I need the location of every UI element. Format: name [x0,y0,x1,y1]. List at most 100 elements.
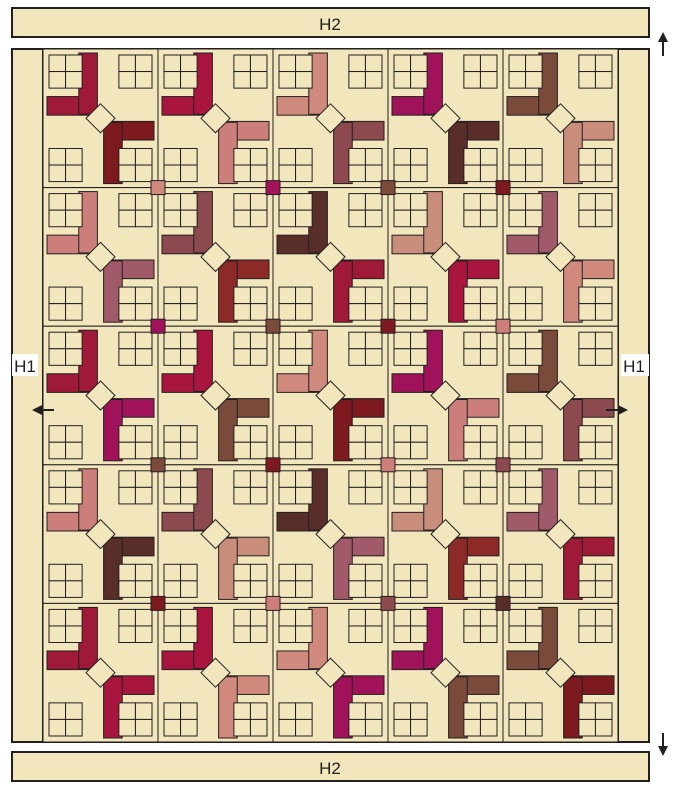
corner-square [66,349,83,366]
corner-square [394,581,411,598]
corner-square [296,719,313,736]
corner-square [119,487,136,504]
corner-square [579,349,596,366]
corner-square [49,194,66,211]
corner-square [349,442,366,459]
corner-square [394,287,411,304]
corner-square [164,471,181,488]
corner-square [526,426,543,443]
corner-square [250,349,267,366]
corner-square [164,442,181,459]
corner-square [365,471,382,488]
corner-square [349,210,366,227]
corner-square [526,165,543,182]
corner-square [181,471,198,488]
corner-square [365,165,382,182]
cornerstone [496,596,510,610]
corner-square [480,442,497,459]
corner-square [595,471,612,488]
corner-square [181,581,198,598]
corner-square [279,703,296,720]
corner-square [135,626,152,643]
corner-square [394,487,411,504]
corner-square [296,194,313,211]
corner-square [526,210,543,227]
corner-square [181,349,198,366]
corner-square [49,332,66,349]
corner-square [296,564,313,581]
corner-square [480,703,497,720]
corner-square [181,72,198,89]
corner-square [164,564,181,581]
corner-square [49,426,66,443]
corner-square [411,471,428,488]
corner-square [526,609,543,626]
corner-square [464,349,481,366]
cornerstone [151,319,165,333]
corner-square [181,626,198,643]
corner-square [66,471,83,488]
corner-square [526,442,543,459]
corner-square [349,581,366,598]
corner-square [234,304,251,321]
corner-square [579,210,596,227]
corner-square [349,609,366,626]
corner-square [181,487,198,504]
corner-square [579,332,596,349]
corner-square [296,442,313,459]
corner-square [579,487,596,504]
corner-square [464,719,481,736]
corner-square [509,703,526,720]
corner-square [579,72,596,89]
corner-square [135,426,152,443]
corner-square [119,564,136,581]
corner-square [365,287,382,304]
corner-square [279,165,296,182]
corner-square [250,581,267,598]
corner-square [279,626,296,643]
corner-square [411,287,428,304]
corner-square [526,55,543,72]
corner-square [279,426,296,443]
corner-square [480,72,497,89]
corner-square [250,210,267,227]
corner-square [135,703,152,720]
corner-square [234,626,251,643]
top-border-label: H2 [319,15,341,34]
cornerstone [266,181,280,195]
corner-square [579,148,596,165]
corner-square [135,487,152,504]
corner-square [250,703,267,720]
corner-square [119,148,136,165]
corner-square [464,564,481,581]
corner-square [296,55,313,72]
corner-square [66,304,83,321]
corner-square [509,165,526,182]
corner-square [480,332,497,349]
corner-square [279,349,296,366]
corner-square [119,609,136,626]
corner-square [164,165,181,182]
corner-square [250,719,267,736]
corner-square [394,349,411,366]
corner-square [526,332,543,349]
corner-square [234,72,251,89]
corner-square [579,442,596,459]
corner-square [66,442,83,459]
corner-square [464,442,481,459]
corner-square [49,210,66,227]
corner-square [164,703,181,720]
corner-square [509,487,526,504]
corner-square [234,609,251,626]
corner-square [411,349,428,366]
corner-square [394,148,411,165]
left-border-strip [12,49,43,742]
corner-square [480,609,497,626]
corner-square [135,165,152,182]
corner-square [464,581,481,598]
corner-square [234,426,251,443]
corner-square [464,703,481,720]
corner-square [365,210,382,227]
corner-square [526,72,543,89]
